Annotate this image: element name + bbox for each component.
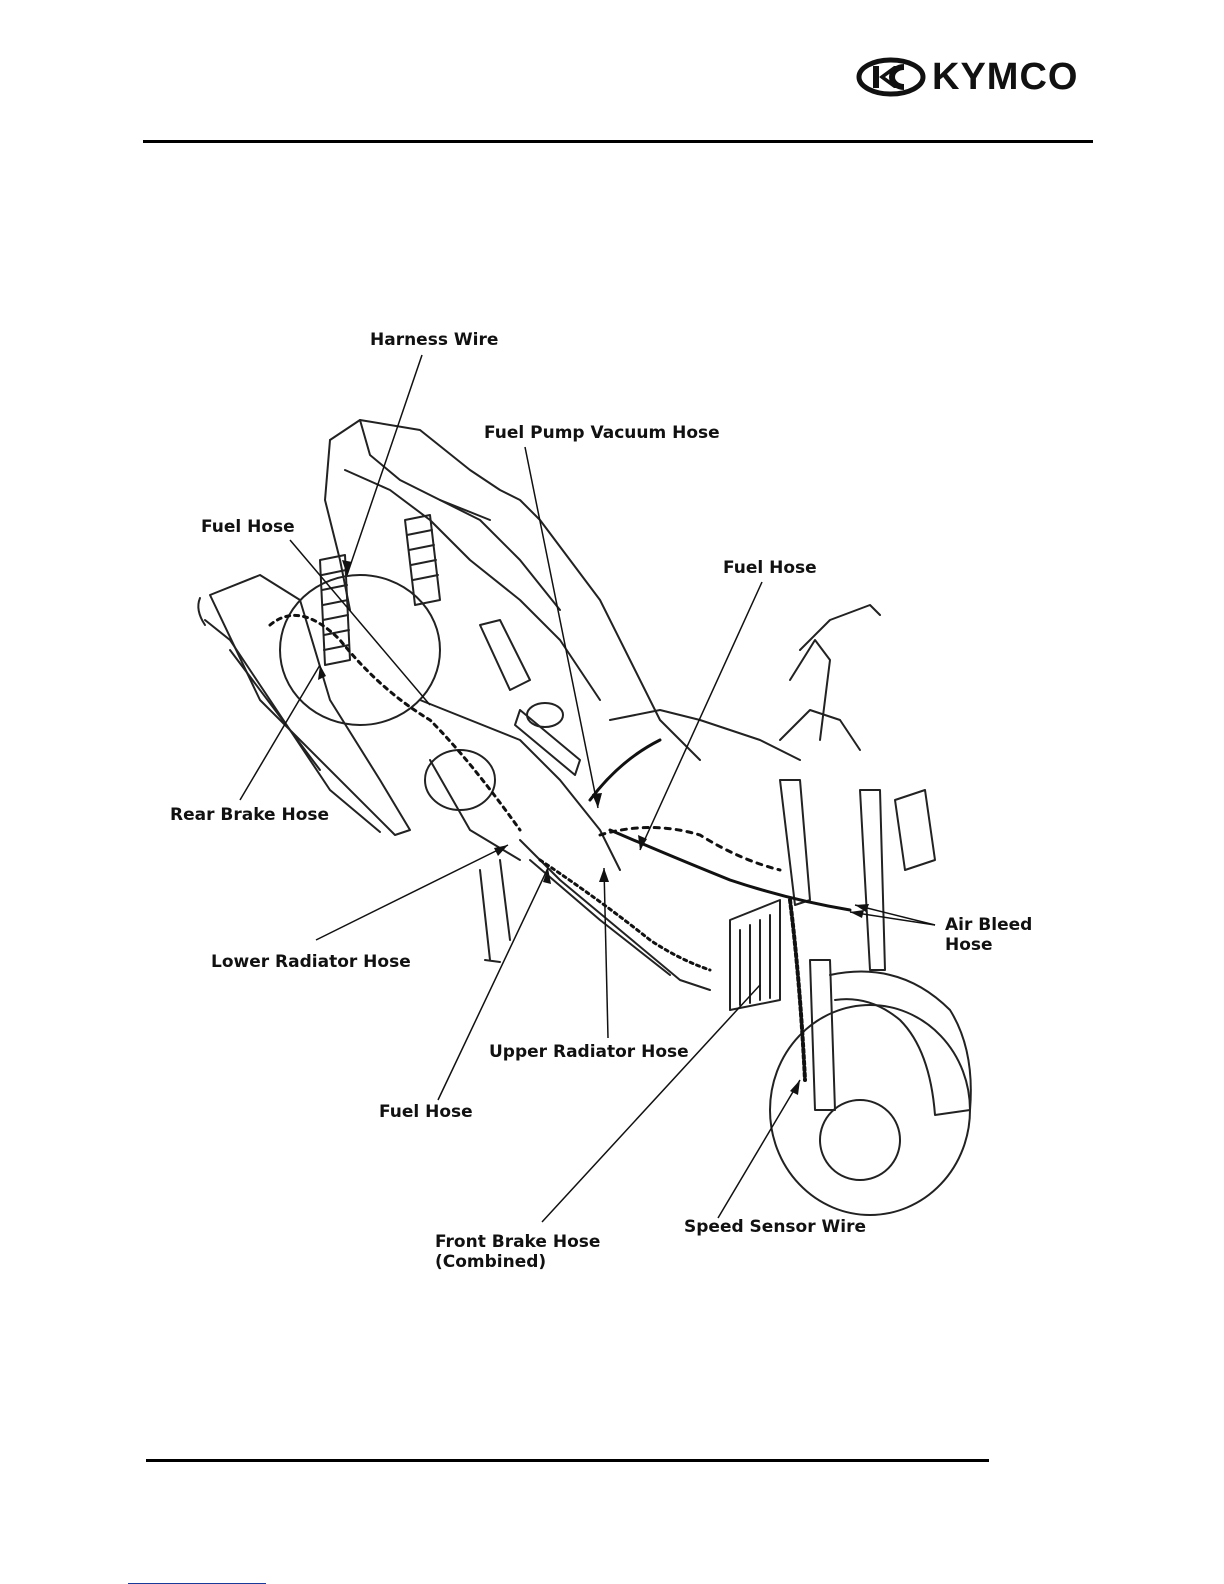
label-front-brake-hose-line1: Front Brake Hose <box>435 1232 600 1253</box>
label-fuel-hose-left: Fuel Hose <box>201 517 295 538</box>
leader-front-brake-hose <box>542 985 760 1222</box>
label-fuel-hose-bottom: Fuel Hose <box>379 1102 473 1123</box>
label-rear-brake-hose: Rear Brake Hose <box>170 805 329 826</box>
label-air-bleed-hose-line2: Hose <box>945 935 993 956</box>
label-speed-sensor-wire: Speed Sensor Wire <box>684 1217 866 1238</box>
label-lower-radiator-hose: Lower Radiator Hose <box>211 952 411 973</box>
label-harness-wire: Harness Wire <box>370 330 498 351</box>
callout-leaders <box>240 355 935 1222</box>
leader-speed-sensor-wire <box>718 1080 800 1218</box>
label-front-brake-hose-line2: (Combined) <box>435 1252 546 1273</box>
hose-routing <box>270 615 850 1080</box>
label-upper-radiator-hose: Upper Radiator Hose <box>489 1042 689 1063</box>
label-fuel-pump-vacuum-hose: Fuel Pump Vacuum Hose <box>484 423 720 444</box>
leader-fuel-hose-bottom <box>438 868 548 1100</box>
leader-fuel-pump-vacuum-hose <box>525 447 598 808</box>
leader-harness-wire <box>347 355 422 575</box>
footer-rule <box>146 1459 989 1462</box>
label-air-bleed-hose-line1: Air Bleed <box>945 915 1032 936</box>
leader-lower-radiator-hose <box>316 845 508 940</box>
leader-upper-radiator-hose <box>604 868 608 1038</box>
label-fuel-hose-right: Fuel Hose <box>723 558 817 579</box>
